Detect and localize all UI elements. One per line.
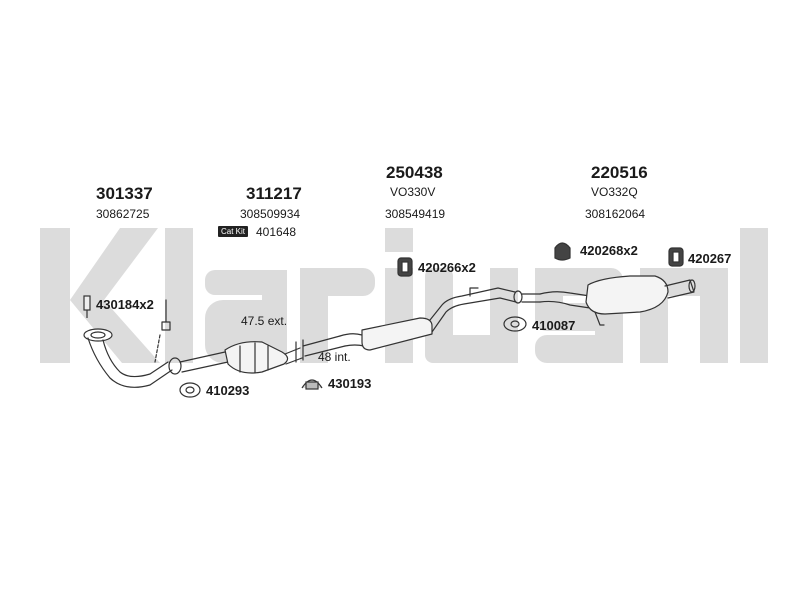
- assembly-code-3: 250438: [386, 163, 443, 182]
- assembly-code-4: 220516: [591, 163, 648, 182]
- part-label-420266: 420266x2: [418, 260, 476, 275]
- gasket-icon-410293: [179, 382, 201, 398]
- tailpipe: [664, 279, 695, 299]
- part-label-420267: 420267: [688, 251, 732, 266]
- catkit-number: 401648: [256, 225, 297, 239]
- clamp-icon-430193: [301, 379, 323, 390]
- front-downpipe: [87, 337, 173, 388]
- cat-inlet-pipe: [179, 351, 226, 363]
- pipe-clamp: [295, 339, 304, 363]
- assembly-ref-4: 308162064: [585, 207, 646, 221]
- assembly-ref-2: 308509934: [240, 207, 301, 221]
- assembly-sub-4: VO332Q: [591, 185, 638, 199]
- catalytic-converter: [224, 341, 289, 374]
- part-label-420268: 420268x2: [580, 243, 638, 258]
- gasket-icon-410087: [503, 316, 527, 332]
- dimension-ext: 47.5 ext.: [241, 314, 288, 328]
- part-label-410087: 410087: [532, 318, 576, 333]
- rubber-mount-icon-420268: [554, 242, 571, 261]
- centre-silencer: [361, 317, 433, 351]
- part-label-410293: 410293: [206, 383, 250, 398]
- dimension-int: 48 int.: [318, 350, 351, 364]
- assembly-ref-3: 308549419: [385, 207, 446, 221]
- downpipe-flange: [83, 328, 113, 342]
- bolt-icon-430184: [83, 295, 91, 318]
- assembly-sub-3: VO330V: [390, 185, 436, 199]
- rear-joint: [513, 290, 523, 304]
- assembly-ref-1: 30862725: [96, 207, 150, 221]
- rubber-hanger-icon-420266: [397, 257, 413, 277]
- rubber-hanger-icon-420267: [668, 247, 684, 267]
- assembly-code-2: 311217: [246, 184, 302, 203]
- catkit-badge: Cat Kit: [218, 226, 249, 237]
- part-label-430193: 430193: [328, 376, 372, 391]
- front-gasket: [168, 357, 182, 375]
- lambda-sensor: [161, 299, 171, 331]
- assembly-code-1: 301337: [96, 184, 153, 203]
- part-label-430184: 430184x2: [96, 297, 154, 312]
- rear-silencer: [585, 275, 669, 315]
